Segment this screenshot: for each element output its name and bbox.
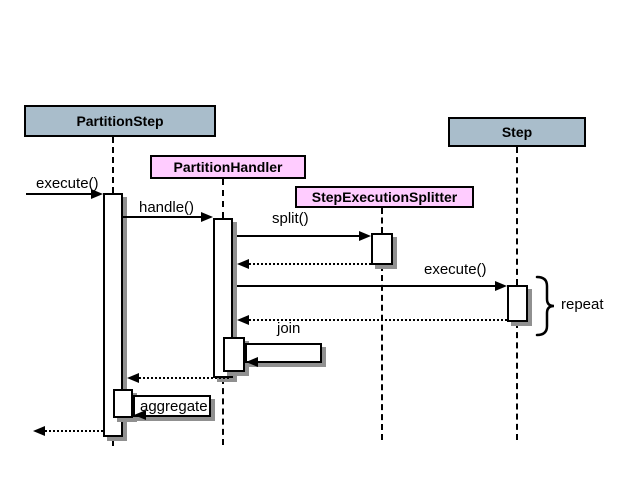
arrowhead-left-icon (33, 426, 45, 436)
lifeline-stepexecutionsplitter (381, 265, 383, 440)
lifeline-stepexecutionsplitter (381, 208, 383, 233)
lifeline-step (516, 147, 518, 285)
arrowhead-right-icon (359, 231, 371, 241)
arrowhead-left-icon (127, 373, 139, 383)
participant-name: PartitionHandler (173, 159, 283, 175)
participant-step: Step (448, 117, 586, 147)
self-message-join-loop (245, 343, 322, 363)
return-handle-line (139, 377, 229, 379)
message-label-execute: execute() (36, 175, 99, 192)
activation-join-nested (223, 337, 245, 372)
return-split-line (249, 263, 371, 265)
annotation-repeat: repeat (561, 296, 604, 313)
repeat-brace-icon (535, 275, 555, 337)
activation-aggregate-nested (113, 389, 133, 418)
return-execute-step-line (249, 319, 507, 321)
arrowhead-right-icon (91, 189, 103, 199)
activation-partitionstep (103, 193, 123, 437)
arrowhead-left-icon (237, 259, 249, 269)
message-label-aggregate: aggregate (140, 398, 208, 415)
participant-name: Step (501, 124, 533, 140)
arrowhead-left-icon (246, 357, 258, 367)
arrowhead-left-icon (134, 410, 146, 420)
message-execute-step-line (237, 285, 496, 287)
arrowhead-right-icon (201, 212, 213, 222)
message-handle-line (123, 216, 202, 218)
return-execute-line (45, 430, 103, 432)
activation-stepexecutionsplitter (371, 233, 393, 265)
message-split-line (237, 235, 360, 237)
lifeline-step (516, 322, 518, 440)
message-label-execute-step: execute() (424, 261, 487, 278)
self-message-aggregate-loop (133, 395, 211, 417)
participant-name: PartitionStep (76, 113, 164, 129)
lifeline-partitionstep (112, 437, 114, 446)
message-execute-line (26, 193, 92, 195)
message-label-handle: handle() (139, 199, 195, 216)
message-label-split: split() (272, 210, 309, 227)
message-label-join: join (277, 320, 301, 337)
participant-name: StepExecutionSplitter (311, 189, 458, 205)
participant-stepexecutionsplitter: StepExecutionSplitter (295, 186, 474, 208)
arrowhead-right-icon (495, 281, 507, 291)
lifeline-partitionhandler (222, 179, 224, 218)
lifeline-partitionhandler (222, 378, 224, 445)
activation-step (507, 285, 528, 322)
lifeline-partitionstep (112, 137, 114, 193)
participant-partitionhandler: PartitionHandler (150, 155, 306, 179)
arrowhead-left-icon (237, 315, 249, 325)
participant-partitionstep: PartitionStep (24, 105, 216, 137)
